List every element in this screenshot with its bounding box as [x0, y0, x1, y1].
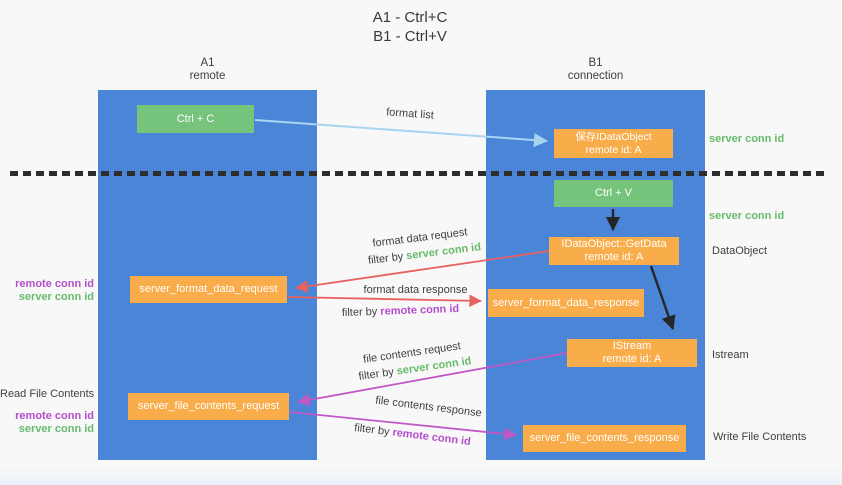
server-format-data-request-node: server_format_data_request	[130, 276, 287, 303]
save-dataobject-node: 保存IDataObject remote id: A	[554, 129, 673, 158]
left-conn-id-group-2: remote conn id server conn id	[0, 410, 94, 436]
title-line-1: A1 - Ctrl+C	[372, 9, 448, 26]
istream-line1: IStream	[612, 340, 652, 352]
server-format-data-response-node: server_format_data_response	[488, 289, 644, 317]
ctrl-v-node: Ctrl + V	[554, 180, 673, 207]
ctrl-v-label: Ctrl + V	[595, 187, 632, 199]
server-conn-id-label-top: server conn id	[709, 133, 785, 145]
format-list-label: format list	[385, 106, 435, 122]
diagram-title: A1 - Ctrl+C B1 - Ctrl+V	[330, 8, 490, 46]
column-header-b1: B1 connection	[486, 57, 705, 83]
server-format-data-response-label: server_format_data_response	[492, 296, 640, 309]
column-a1-name: A1	[200, 57, 215, 69]
server-format-data-request-label: server_format_data_request	[139, 283, 278, 295]
format-data-response-label: format data response	[363, 284, 468, 296]
server-file-contents-response-node: server_file_contents_response	[523, 425, 686, 452]
file-contents-response-label: file contents response	[374, 394, 483, 420]
ctrl-c-label: Ctrl + C	[176, 112, 215, 125]
title-line-2: B1 - Ctrl+V	[373, 28, 447, 45]
server-conn-id-label-2: server conn id	[18, 423, 94, 435]
server-conn-id-label-1: server conn id	[18, 291, 94, 303]
read-file-contents-label: Read File Contents	[0, 388, 95, 400]
getdata-node: IDataObject::GetData remote id: A	[549, 237, 679, 265]
column-b1-name: B1	[588, 57, 603, 69]
getdata-line1: IDataObject::GetData	[561, 238, 667, 250]
server-file-contents-response-label: server_file_contents_response	[529, 432, 680, 444]
dataobject-label: DataObject	[712, 245, 768, 257]
getdata-line2: remote id: A	[584, 251, 644, 263]
istream-side-label: Istream	[712, 349, 749, 361]
save-dataobject-line2: remote id: A	[585, 143, 642, 156]
server-conn-id-label-mid: server conn id	[709, 210, 785, 222]
column-header-a1: A1 remote	[98, 57, 317, 83]
remote-conn-id-label-2: remote conn id	[15, 410, 94, 422]
copy-paste-divider	[10, 171, 824, 176]
server-file-contents-request-label: server_file_contents_request	[137, 400, 280, 412]
write-file-contents-label: Write File Contents	[713, 431, 807, 443]
left-conn-id-group-1: remote conn id server conn id	[0, 278, 94, 304]
column-b1-subtitle: connection	[567, 70, 624, 82]
column-a1-subtitle: remote	[189, 70, 226, 82]
istream-line2: remote id: A	[602, 353, 662, 365]
istream-node: IStream remote id: A	[567, 339, 697, 367]
remote-conn-id-label-1: remote conn id	[15, 278, 94, 290]
server-file-contents-request-node: server_file_contents_request	[128, 393, 289, 420]
save-dataobject-line1: 保存IDataObject	[575, 130, 652, 143]
ctrl-c-node: Ctrl + C	[137, 105, 254, 133]
